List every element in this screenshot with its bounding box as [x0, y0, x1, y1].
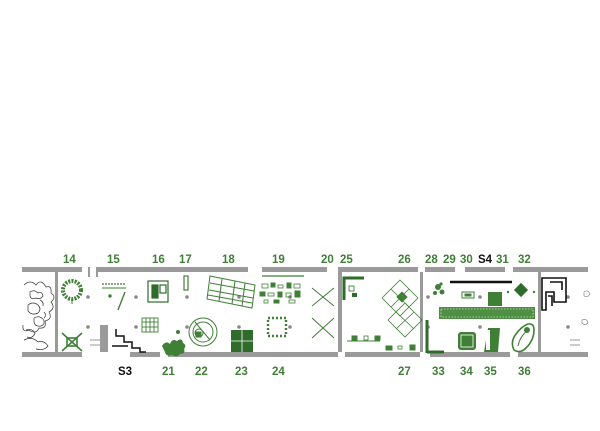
bottom-labels: S3 21 22 23 24 27 33 34 35 36 [118, 366, 531, 378]
label-s3: S3 [118, 366, 132, 378]
label-33: 33 [432, 366, 445, 378]
exhibit-25 [342, 276, 364, 300]
label-19: 19 [272, 254, 285, 266]
label-30: 30 [460, 254, 473, 266]
corridor-walls [22, 267, 588, 357]
exhibit-32 [506, 282, 536, 298]
stair-s3 [112, 329, 146, 353]
exhibit-20 [311, 287, 335, 339]
exhibit-17 [183, 275, 189, 291]
tree-drawing [22, 281, 55, 350]
label-36: 36 [518, 366, 531, 378]
label-16: 16 [152, 254, 165, 266]
label-31: 31 [496, 254, 509, 266]
label-23: 23 [235, 366, 248, 378]
exhibit-19 [259, 275, 304, 304]
label-25: 25 [340, 254, 353, 266]
label-17: 17 [179, 254, 192, 266]
exhibit-23 [231, 330, 253, 352]
exhibit-28 [433, 282, 445, 295]
label-14: 14 [63, 254, 76, 266]
label-24: 24 [272, 366, 285, 378]
vitrine [439, 307, 535, 319]
label-27: 27 [398, 366, 411, 378]
exhibit-16 [147, 280, 169, 303]
plan-icon [541, 277, 567, 311]
exhibit-21 [141, 317, 186, 357]
label-22: 22 [195, 366, 208, 378]
exhibit-35 [484, 328, 500, 352]
right-edge-foliage [581, 290, 591, 325]
label-26: 26 [398, 254, 411, 266]
label-32: 32 [518, 254, 531, 266]
label-35: 35 [484, 366, 497, 378]
column-dots [86, 295, 570, 329]
exhibit-15 [102, 283, 126, 311]
exhibit-22 [188, 317, 218, 347]
label-18: 18 [222, 254, 235, 266]
door-frames [90, 339, 580, 346]
exhibit-14 [61, 279, 83, 352]
label-34: 34 [460, 366, 473, 378]
exhibit-29-30-31 [461, 291, 502, 306]
exhibit-34 [458, 332, 476, 350]
exhibit-24 [266, 316, 288, 338]
exhibit-36 [511, 323, 535, 353]
label-28: 28 [425, 254, 438, 266]
top-labels: 14 15 16 17 18 19 20 25 26 28 29 30 S4 3… [63, 254, 531, 266]
label-29: 29 [443, 254, 456, 266]
label-s4: S4 [478, 254, 493, 266]
label-21: 21 [162, 366, 175, 378]
label-20: 20 [321, 254, 334, 266]
exhibit-18 [206, 275, 256, 309]
exhibit-26 [381, 279, 423, 338]
exhibit-27 [347, 320, 444, 354]
label-15: 15 [107, 254, 120, 266]
